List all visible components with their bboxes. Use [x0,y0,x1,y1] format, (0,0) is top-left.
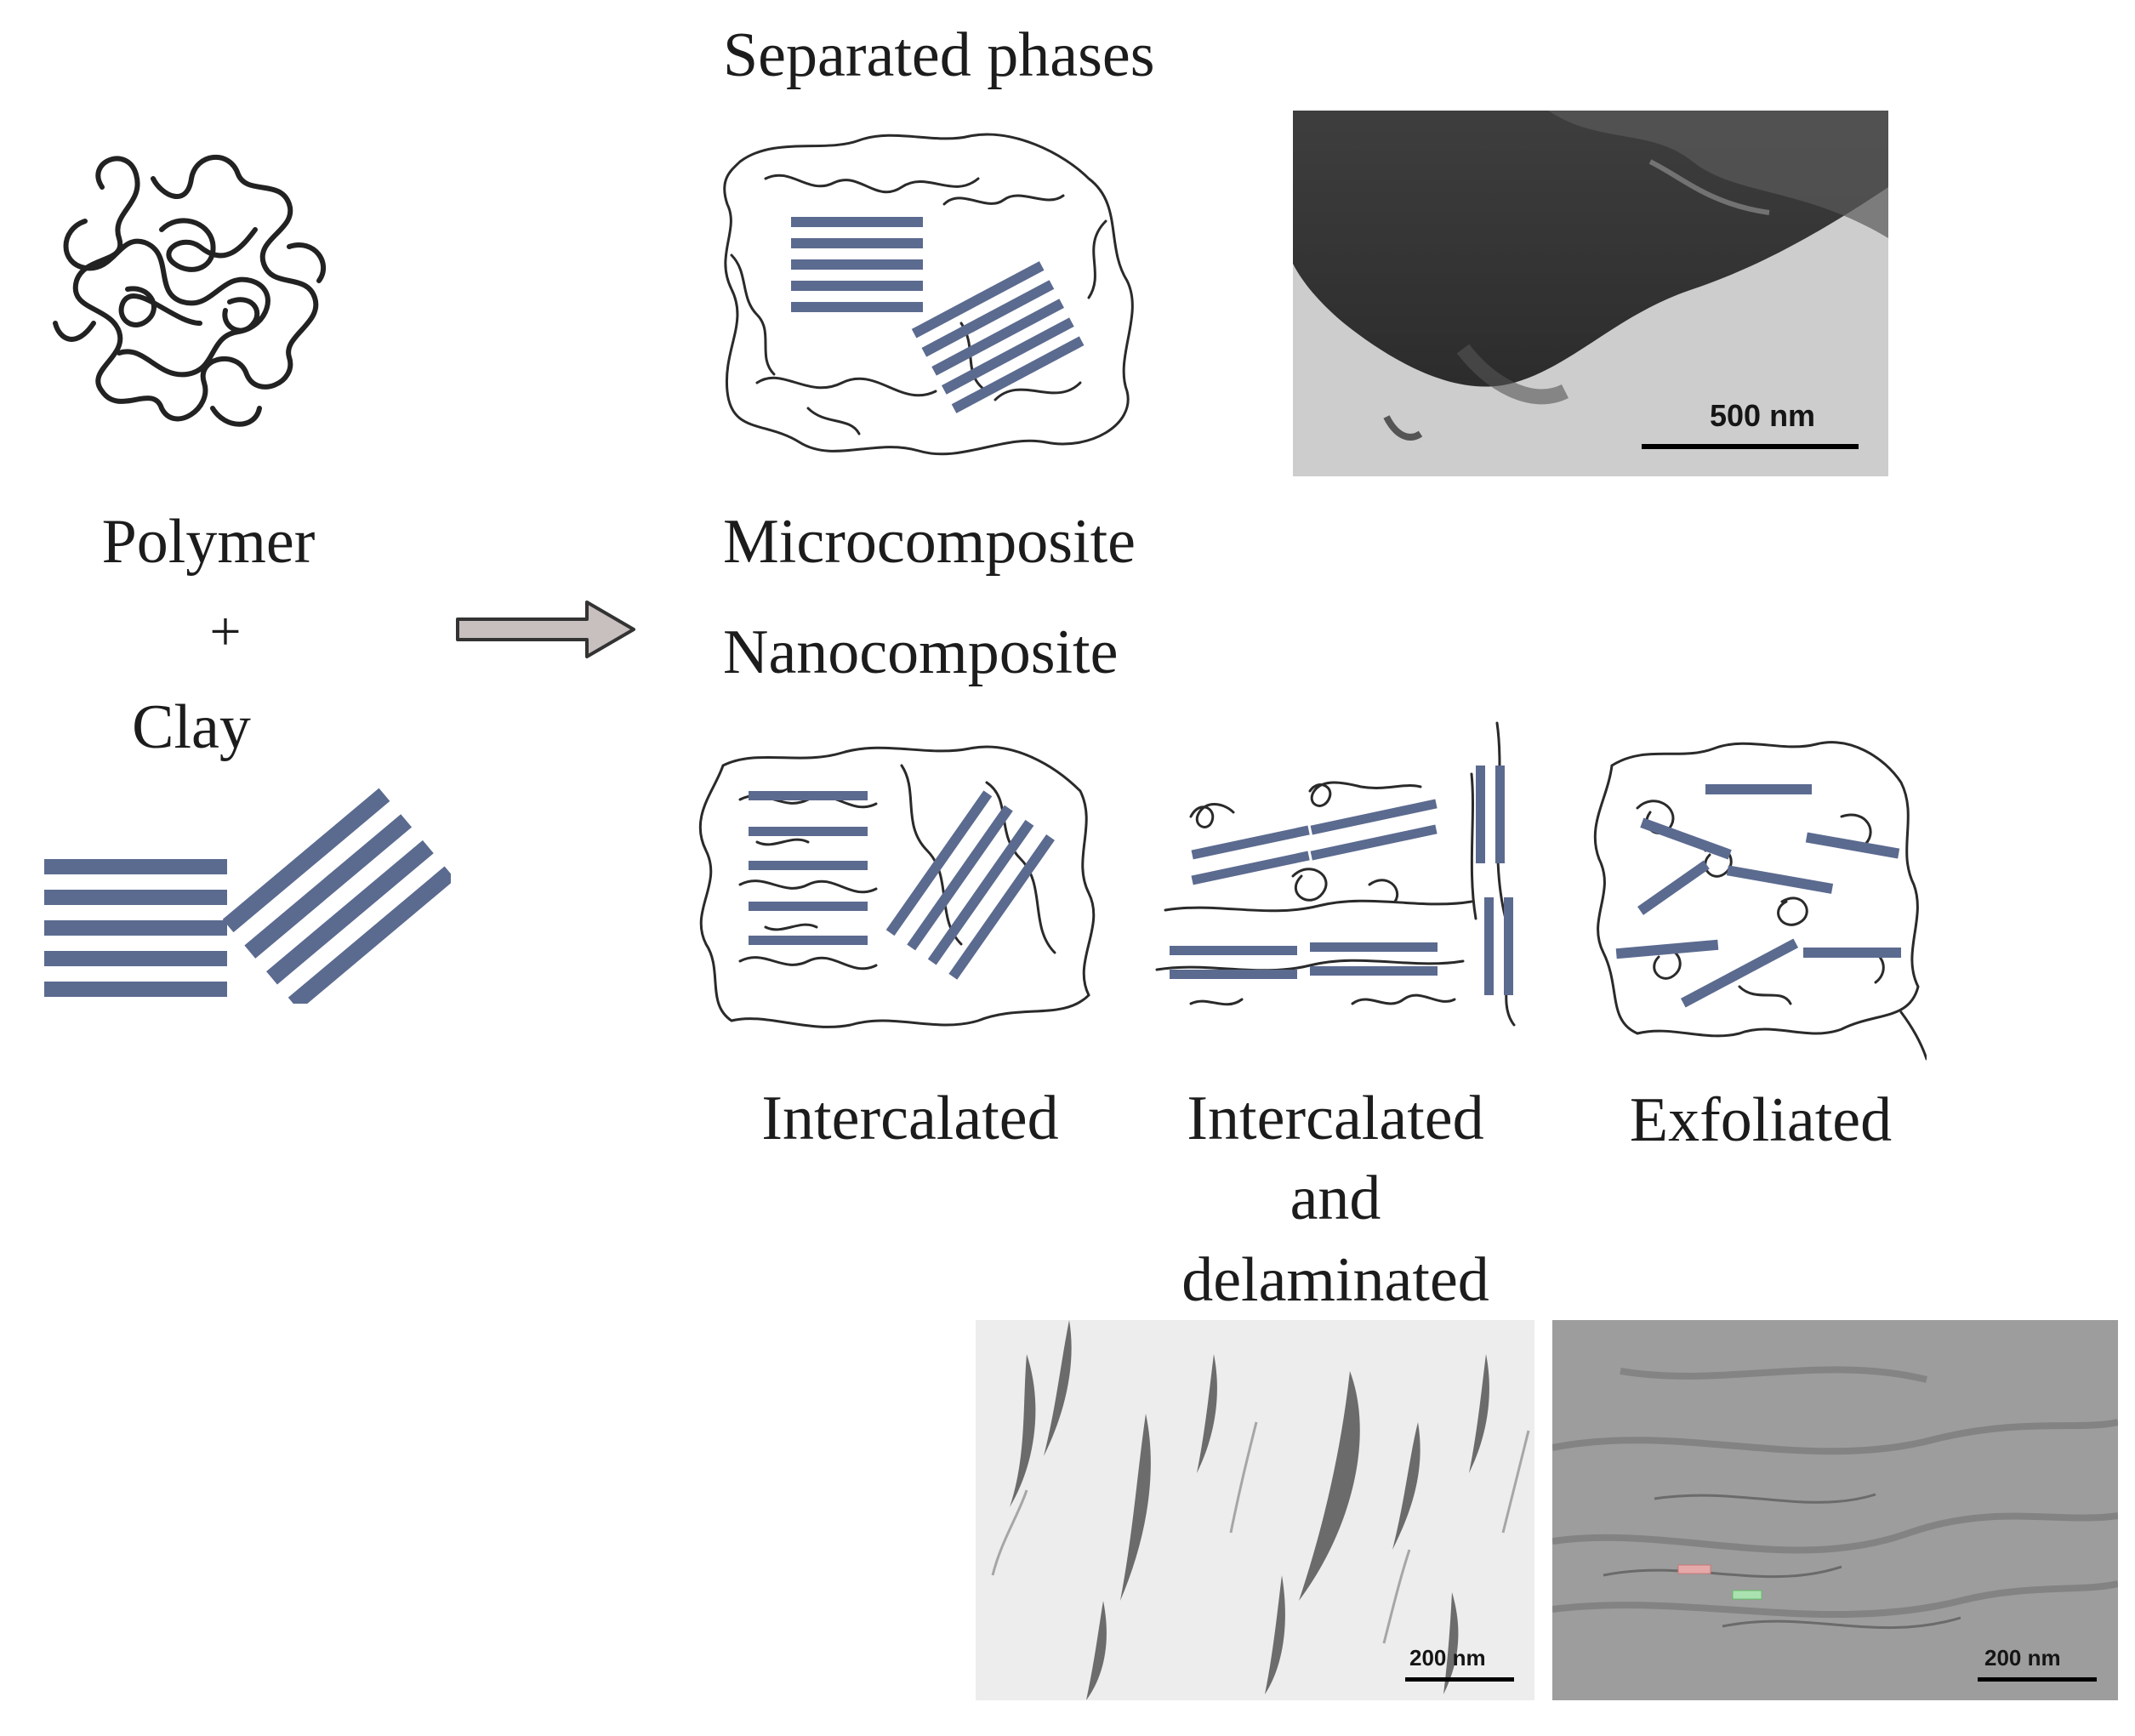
label-intercalated-delaminated-3: delaminated [1181,1245,1489,1315]
intercalated-tem-scale-bar [1405,1677,1514,1682]
exfoliated-tem-scale-label: 200 nm [1984,1645,2061,1671]
label-exfoliated: Exfoliated [1629,1085,1893,1155]
label-microcomposite: Microcomposite [723,507,1136,577]
label-intercalated-delaminated-1: Intercalated [1187,1084,1484,1153]
intercalated-tem-scale-label: 200 nm [1409,1645,1486,1671]
microcomposite-tem-image: 500 nm [1293,111,1888,476]
clay-stacks-diagram [44,788,451,1004]
exfoliated-diagram [1593,741,1927,1061]
label-intercalated: Intercalated [761,1084,1059,1153]
label-nanocomposite: Nanocomposite [723,618,1119,687]
process-arrow-icon [456,600,635,658]
polymer-coil-diagram [53,154,326,427]
label-polymer: Polymer [101,507,316,577]
exfoliated-tem-scale-bar [1978,1677,2097,1682]
intercalated-diagram [698,745,1096,1028]
exfoliated-tem-image: 200 nm [1552,1320,2118,1700]
intercalated-tem-image: 200 nm [976,1320,1534,1700]
label-clay: Clay [132,692,251,762]
label-plus: + [209,600,242,663]
label-intercalated-delaminated-2: and [1290,1164,1381,1233]
label-separated-phases: Separated phases [723,20,1155,90]
micro-scale-bar [1642,444,1859,449]
micro-scale-label: 500 nm [1710,398,1816,433]
intercalated-delaminated-diagram [1155,721,1516,1027]
separated-phases-diagram [723,133,1134,456]
